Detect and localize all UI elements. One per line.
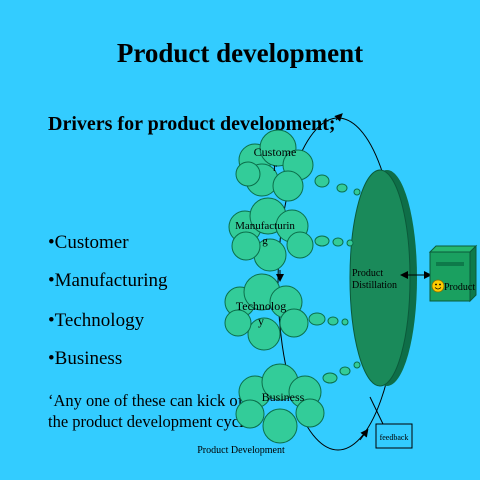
- cycle-arrow-top: [334, 113, 343, 122]
- cycle-label: Product Development: [197, 445, 285, 456]
- feedback-label: feedback: [379, 433, 409, 442]
- cloud-manufacturing: [228, 197, 314, 272]
- bullet-technology: •Technology: [48, 310, 145, 331]
- quote-line-1: ‘Any one of these can kick off: [48, 391, 249, 410]
- feedback-box: [375, 423, 413, 449]
- quote-line-2: the product development cycle.’: [48, 412, 261, 431]
- cloud-business: [235, 363, 325, 444]
- product-box: [428, 244, 478, 303]
- cloud-customer: [235, 129, 314, 202]
- cloud-label-business: Business: [261, 390, 305, 404]
- cloud-technology: [224, 273, 309, 351]
- bullet-manufacturing: •Manufacturing: [48, 270, 168, 291]
- distillation-disc: [349, 169, 411, 387]
- feedback-connector: [369, 396, 384, 425]
- product-label: Product: [444, 282, 476, 293]
- smiley-icon: [431, 279, 445, 293]
- bullet-customer: •Customer: [48, 232, 129, 253]
- cycle-arrow-bottom: [359, 428, 369, 441]
- drivers-heading: Drivers for product development;: [48, 113, 336, 135]
- bullet-business: •Business: [48, 348, 123, 369]
- page-title: Product development: [116, 38, 364, 68]
- connector-bubbles: [308, 174, 361, 384]
